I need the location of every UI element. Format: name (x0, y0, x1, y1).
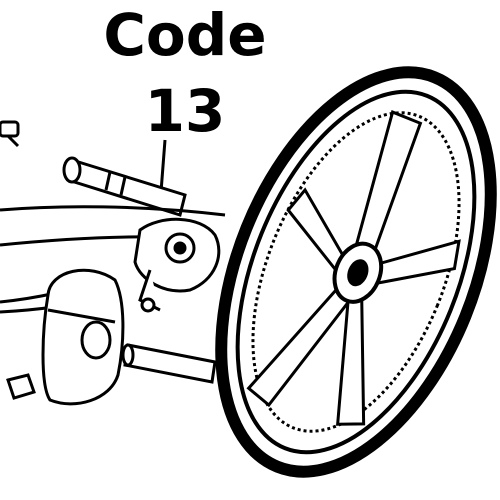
small-bolt (0, 120, 20, 148)
wheel-spokes (246, 110, 461, 426)
wheel-hub-center (347, 259, 369, 287)
hub-bracket (133, 217, 221, 313)
wheel (215, 66, 497, 478)
wheel-rim (251, 111, 461, 433)
code-label-line1: Code (103, 1, 267, 69)
axle-pin (62, 156, 187, 217)
axle-shaft (121, 343, 217, 384)
lower-housing (41, 268, 125, 406)
small-nut (6, 373, 36, 400)
code-label-line2: 13 (144, 77, 226, 145)
